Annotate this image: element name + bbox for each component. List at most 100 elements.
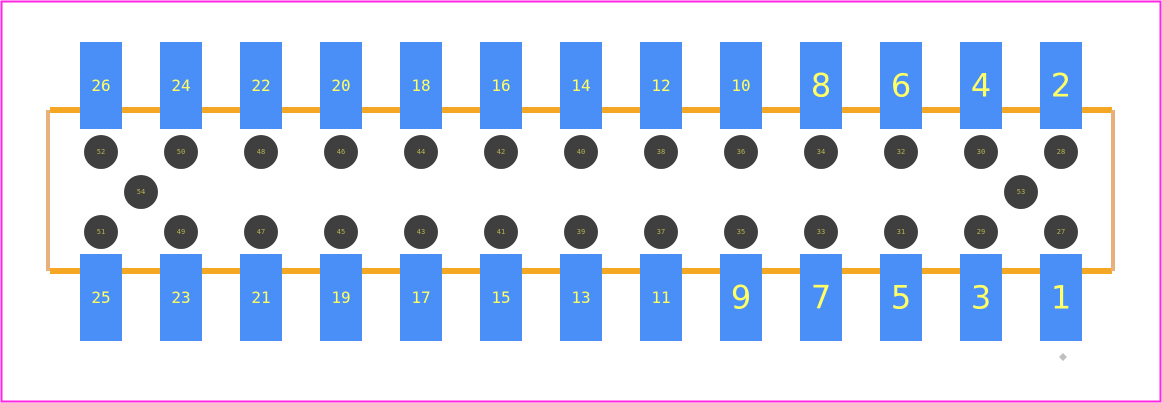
mounting-hole bbox=[564, 215, 598, 249]
mounting-hole bbox=[724, 215, 758, 249]
pad bbox=[640, 42, 682, 129]
pad bbox=[160, 42, 202, 129]
pad bbox=[480, 254, 522, 341]
pad bbox=[1040, 254, 1082, 341]
mounting-hole bbox=[164, 215, 198, 249]
pad bbox=[800, 42, 842, 129]
pad bbox=[400, 254, 442, 341]
hole-label: 53 bbox=[1017, 188, 1025, 196]
mounting-hole bbox=[84, 215, 118, 249]
hole-label: 45 bbox=[337, 228, 345, 236]
hole-label: 29 bbox=[977, 228, 985, 236]
pad bbox=[240, 254, 282, 341]
mounting-hole bbox=[1004, 175, 1038, 209]
pad-label: 16 bbox=[491, 76, 510, 95]
hole-label: 30 bbox=[977, 148, 985, 156]
pad bbox=[1040, 42, 1082, 129]
pad bbox=[960, 42, 1002, 129]
mounting-hole bbox=[724, 135, 758, 169]
pad bbox=[960, 254, 1002, 341]
mounting-hole bbox=[564, 135, 598, 169]
pin1-marker-icon bbox=[1059, 353, 1067, 361]
hole-label: 46 bbox=[337, 148, 345, 156]
pad-label: 11 bbox=[651, 288, 670, 307]
pad bbox=[640, 254, 682, 341]
pad bbox=[720, 42, 762, 129]
pad-label: 22 bbox=[251, 76, 270, 95]
hole-label: 49 bbox=[177, 228, 185, 236]
pad bbox=[720, 254, 762, 341]
pad-label: 18 bbox=[411, 76, 430, 95]
hole-label: 48 bbox=[257, 148, 265, 156]
pad-label: 2 bbox=[1051, 67, 1071, 105]
pad bbox=[560, 42, 602, 129]
mounting-hole bbox=[884, 135, 918, 169]
mounting-hole bbox=[1044, 215, 1078, 249]
mounting-hole bbox=[644, 215, 678, 249]
pad bbox=[320, 254, 362, 341]
pad-label: 6 bbox=[891, 67, 911, 105]
pad bbox=[160, 254, 202, 341]
mounting-hole bbox=[124, 175, 158, 209]
mounting-hole bbox=[884, 215, 918, 249]
mounting-hole bbox=[804, 215, 838, 249]
mounting-hole bbox=[964, 215, 998, 249]
pad-label: 26 bbox=[91, 76, 110, 95]
mounting-hole bbox=[484, 215, 518, 249]
pad-label: 12 bbox=[651, 76, 670, 95]
hole-label: 54 bbox=[137, 188, 145, 196]
pad-label: 9 bbox=[731, 279, 751, 317]
mounting-hole bbox=[804, 135, 838, 169]
pad bbox=[400, 42, 442, 129]
mounting-hole bbox=[324, 215, 358, 249]
pad-label: 4 bbox=[971, 67, 991, 105]
hole-label: 51 bbox=[97, 228, 105, 236]
hole-label: 33 bbox=[817, 228, 825, 236]
pad-label: 13 bbox=[571, 288, 590, 307]
pad-label: 15 bbox=[491, 288, 510, 307]
pad-label: 17 bbox=[411, 288, 430, 307]
mounting-hole bbox=[324, 135, 358, 169]
hole-label: 42 bbox=[497, 148, 505, 156]
hole-label: 27 bbox=[1057, 228, 1065, 236]
pad bbox=[880, 254, 922, 341]
mounting-hole bbox=[1044, 135, 1078, 169]
mounting-hole bbox=[484, 135, 518, 169]
pad bbox=[800, 254, 842, 341]
hole-label: 52 bbox=[97, 148, 105, 156]
mounting-hole bbox=[404, 215, 438, 249]
hole-label: 47 bbox=[257, 228, 265, 236]
pad-label: 24 bbox=[171, 76, 190, 95]
pad-label: 23 bbox=[171, 288, 190, 307]
hole-label: 36 bbox=[737, 148, 745, 156]
pad-label: 3 bbox=[971, 279, 991, 317]
hole-label: 31 bbox=[897, 228, 905, 236]
hole-label: 43 bbox=[417, 228, 425, 236]
mounting-hole bbox=[404, 135, 438, 169]
pad-label: 10 bbox=[731, 76, 750, 95]
mounting-hole bbox=[644, 135, 678, 169]
hole-label: 28 bbox=[1057, 148, 1065, 156]
hole-label: 40 bbox=[577, 148, 585, 156]
hole-label: 37 bbox=[657, 228, 665, 236]
hole-label: 34 bbox=[817, 148, 825, 156]
pad-label: 21 bbox=[251, 288, 270, 307]
pad-label: 20 bbox=[331, 76, 350, 95]
pad bbox=[240, 42, 282, 129]
pad-label: 8 bbox=[811, 67, 831, 105]
hole-label: 38 bbox=[657, 148, 665, 156]
pad bbox=[560, 254, 602, 341]
hole-label: 35 bbox=[737, 228, 745, 236]
pad bbox=[320, 42, 362, 129]
pad-label: 19 bbox=[331, 288, 350, 307]
hole-label: 44 bbox=[417, 148, 425, 156]
hole-label: 50 bbox=[177, 148, 185, 156]
mounting-hole bbox=[84, 135, 118, 169]
pad-label: 7 bbox=[811, 279, 831, 317]
mounting-hole bbox=[964, 135, 998, 169]
